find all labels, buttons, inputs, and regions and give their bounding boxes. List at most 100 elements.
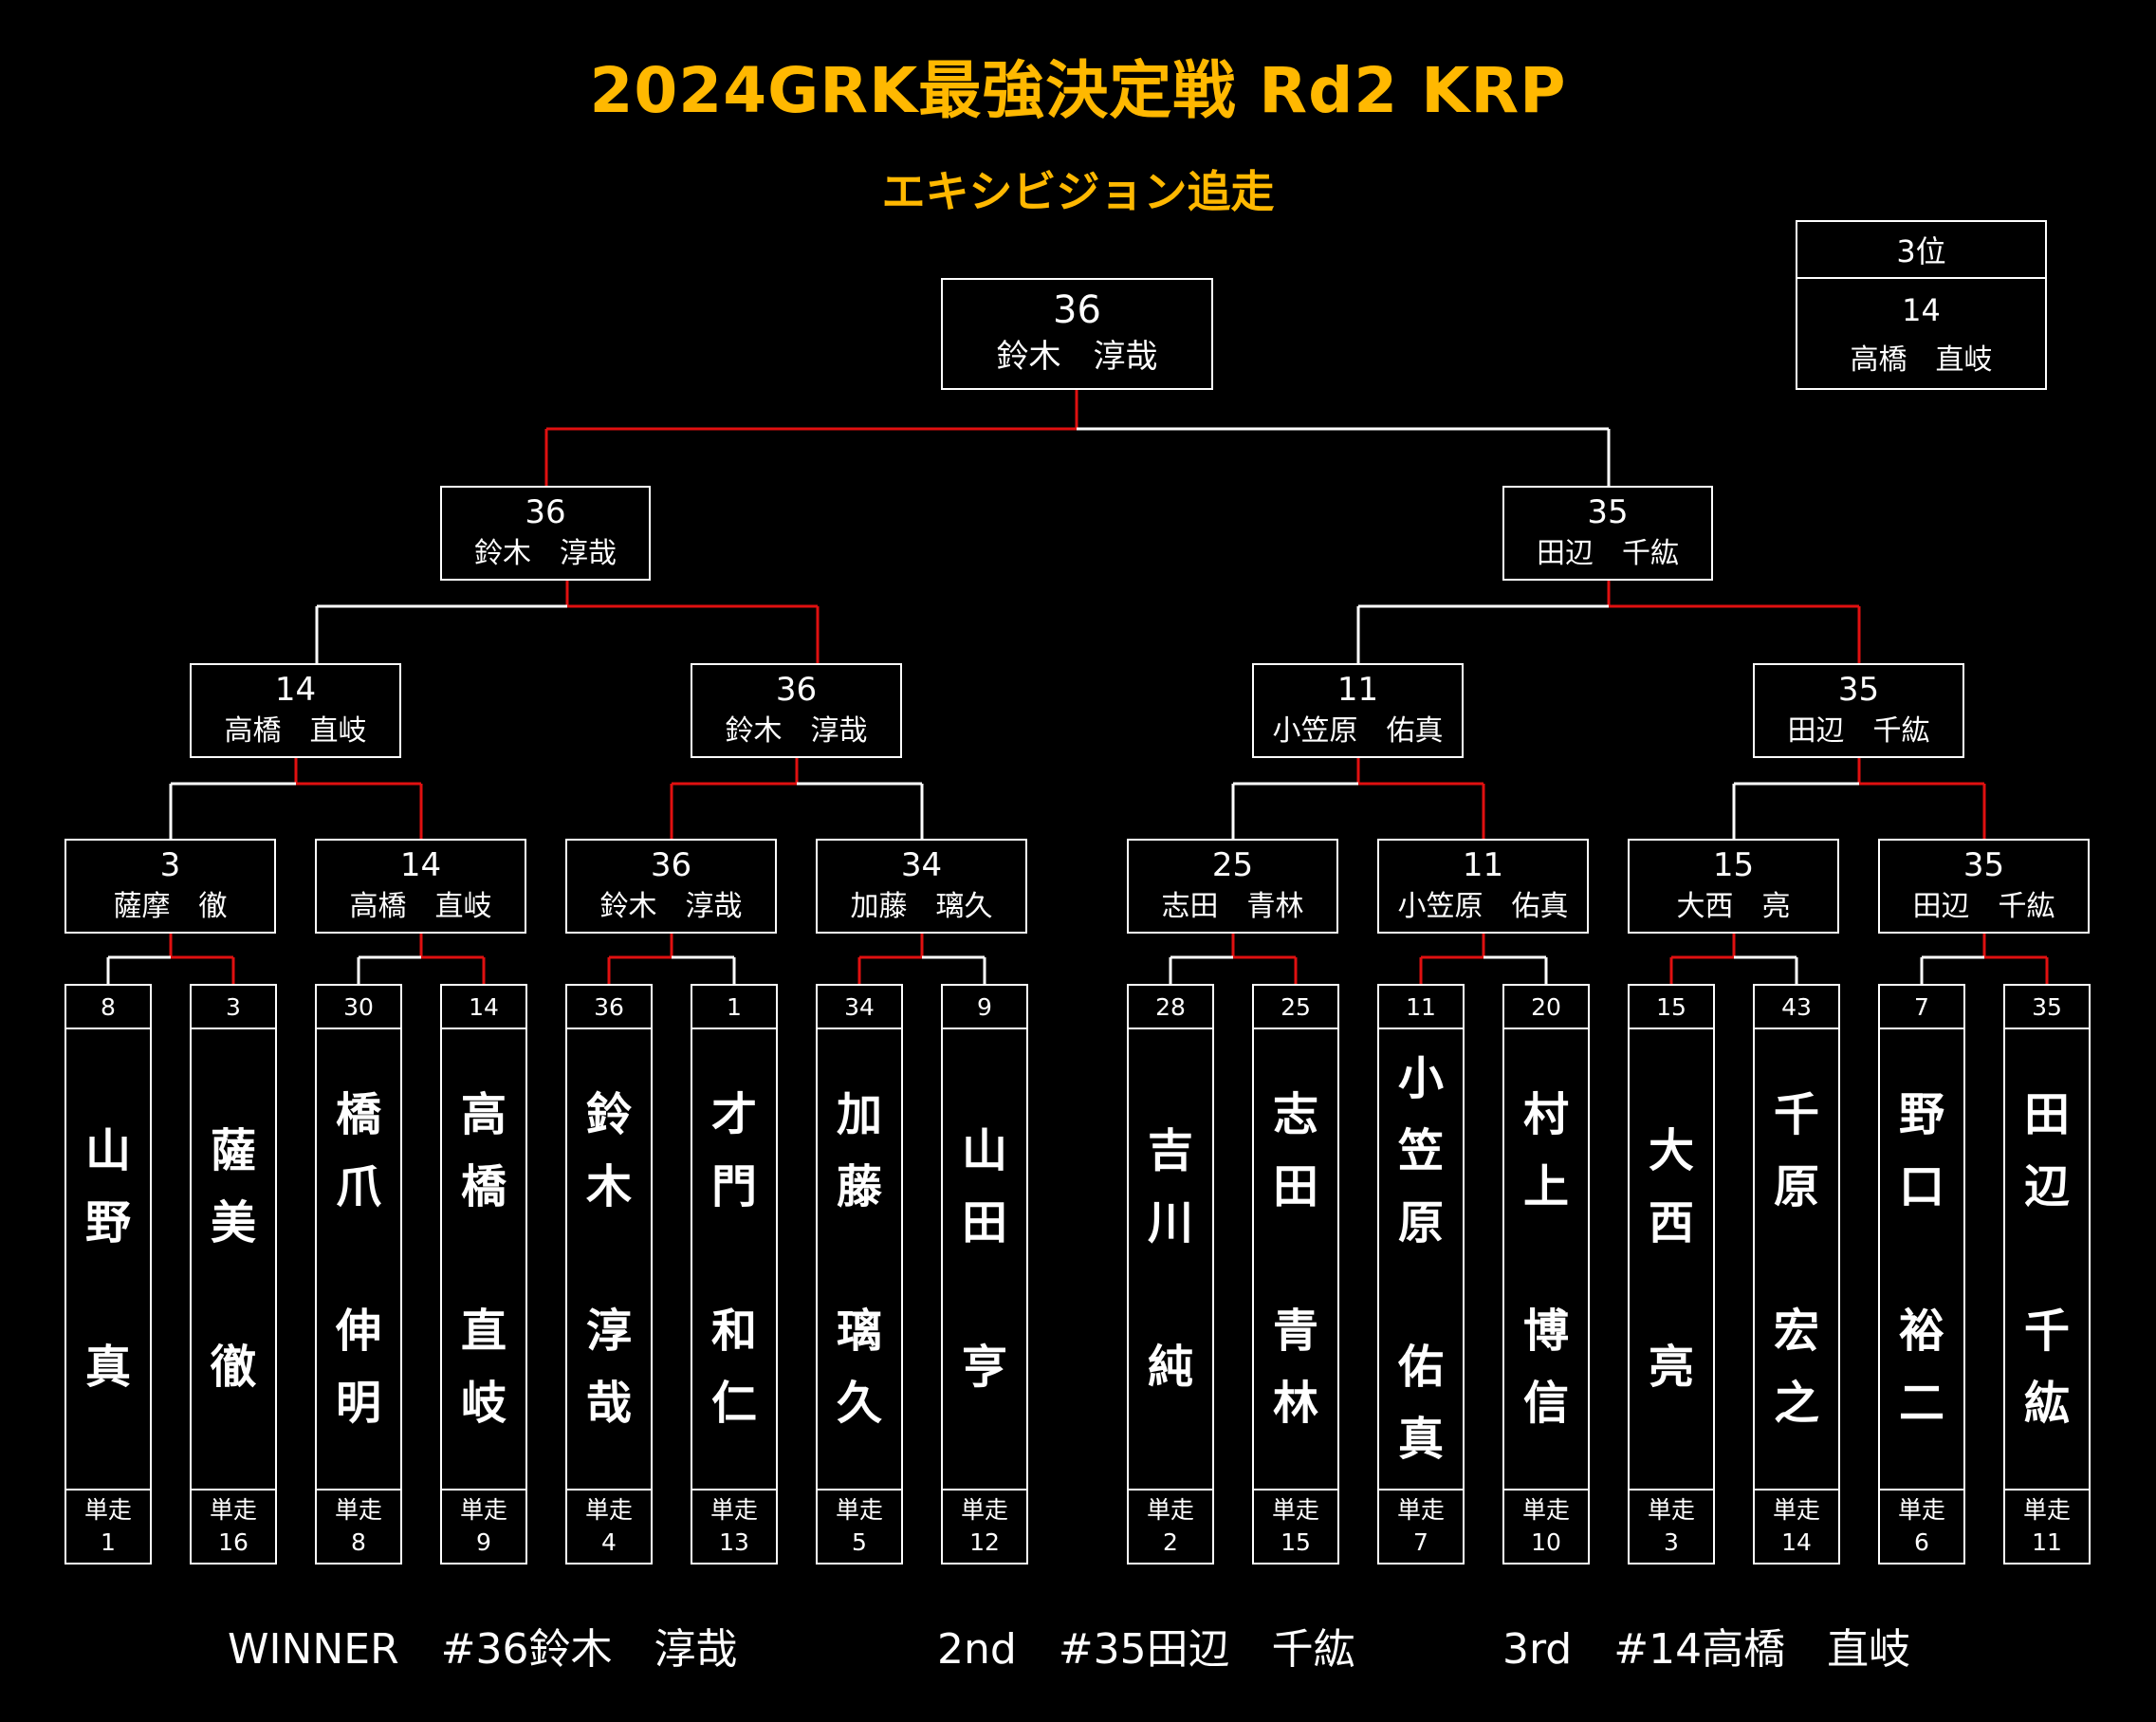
semifinal-number: 36 (525, 493, 566, 531)
racer-family-name-char: 山 (961, 1124, 1007, 1177)
round16-box: 35 田辺 千紘 (1878, 839, 2090, 934)
racer-family-name-char: 原 (1397, 1196, 1444, 1250)
racer-number: 28 (1129, 986, 1212, 1029)
quarterfinal-box: 35 田辺 千紘 (1753, 663, 1964, 758)
racer-number: 1 (692, 986, 776, 1029)
page-subtitle: エキシビジョン追走 (881, 166, 1275, 217)
racer-name: 田辺千紘 (2005, 1029, 2089, 1491)
racer-name: 野口裕二 (1880, 1029, 1963, 1491)
solo-run-label: 単走 (83, 1496, 132, 1524)
racer-name: 高橋直岐 (442, 1029, 525, 1491)
racer-number: 15 (1630, 986, 1713, 1029)
racer-family-name-char: 小 (1397, 1052, 1444, 1105)
racer-family-name-char: 志 (1272, 1088, 1318, 1141)
racer-name: 橋爪伸明 (317, 1029, 400, 1491)
solo-run-label: 単走 (584, 1496, 633, 1524)
quarterfinal-name: 小笠原 佑真 (1272, 713, 1444, 748)
solo-run-label: 単走 (1521, 1496, 1570, 1524)
solo-run-number: 4 (601, 1528, 617, 1556)
round16-name: 鈴木 淳哉 (599, 889, 743, 923)
round16-box: 36 鈴木 淳哉 (565, 839, 777, 934)
racer-name: 加藤璃久 (818, 1029, 901, 1491)
round16-name: 田辺 千紘 (1912, 889, 2055, 923)
solo-run-number: 15 (1281, 1528, 1311, 1556)
racer-number: 8 (66, 986, 150, 1029)
semifinal-name: 鈴木 淳哉 (474, 536, 617, 570)
round16-box: 34 加藤 璃久 (816, 839, 1027, 934)
racer-given-name-char: 仁 (710, 1377, 757, 1430)
round16-box: 15 大西 亮 (1628, 839, 1839, 934)
solo-run-number: 14 (1781, 1528, 1812, 1556)
racer-family-name-char: 笠 (1397, 1124, 1444, 1177)
racer-name: 千原宏之 (1755, 1029, 1838, 1491)
solo-run-order: 単走 10 (1504, 1491, 1588, 1563)
racer-family-name-char: 口 (1898, 1160, 1944, 1213)
racer-given-name-char: 久 (836, 1377, 882, 1430)
racer-given-name-char: 宏 (1773, 1305, 1819, 1358)
racer-number: 14 (442, 986, 525, 1029)
racer-family-name-char: 加 (836, 1088, 882, 1141)
final-box: 36 鈴木 淳哉 (941, 278, 1213, 390)
racer-name: 小笠原佑真 (1379, 1029, 1463, 1491)
racer-family-name-char: 田 (1272, 1160, 1318, 1213)
solo-run-label: 単走 (1772, 1496, 1820, 1524)
semifinal-box: 36 鈴木 淳哉 (440, 486, 651, 581)
round16-number: 35 (1963, 846, 2005, 884)
third-place-number: 14 (1902, 292, 1941, 328)
racer-family-name-char: 才 (710, 1088, 757, 1141)
racer-given-name-char: 信 (1522, 1377, 1569, 1430)
racer-family-name-char: 上 (1522, 1160, 1569, 1213)
solo-run-label: 単走 (960, 1496, 1008, 1524)
round16-number: 11 (1462, 846, 1504, 884)
round16-number: 3 (159, 846, 181, 884)
round16-name: 小笠原 佑真 (1397, 889, 1569, 923)
racer-family-name-char: 薩 (210, 1124, 256, 1177)
solo-run-number: 11 (2032, 1528, 2062, 1556)
result-winner: WINNER #36鈴木 淳哉 (228, 1625, 738, 1674)
racer-family-name-char: 辺 (2023, 1160, 2070, 1213)
solo-run-number: 2 (1163, 1528, 1178, 1556)
quarterfinal-number: 36 (775, 671, 818, 709)
racer-number: 34 (818, 986, 901, 1029)
racer-given-name-char: 亮 (1648, 1341, 1694, 1394)
result-second: 2nd #35田辺 千紘 (937, 1625, 1355, 1674)
solo-run-number: 6 (1914, 1528, 1929, 1556)
solo-run-label: 単走 (1897, 1496, 1945, 1524)
racer-family-name-char: 大 (1648, 1124, 1694, 1177)
racer-family-name-char: 田 (961, 1196, 1007, 1250)
racer-family-name-char: 田 (2023, 1088, 2070, 1141)
racer-name: 志田青林 (1254, 1029, 1337, 1491)
quarterfinal-box: 14 高橋 直岐 (190, 663, 401, 758)
solo-run-order: 単走 4 (567, 1491, 651, 1563)
racer-family-name-char: 千 (1773, 1088, 1819, 1141)
racer-number: 35 (2005, 986, 2089, 1029)
solo-run-number: 7 (1413, 1528, 1428, 1556)
solo-run-number: 16 (218, 1528, 249, 1556)
racer-family-name-char: 橋 (335, 1088, 381, 1141)
racer-family-name-char: 藤 (836, 1160, 882, 1213)
solo-run-order: 単走 14 (1755, 1491, 1838, 1563)
solo-run-order: 単走 6 (1880, 1491, 1963, 1563)
racer-number: 43 (1755, 986, 1838, 1029)
round16-name: 加藤 璃久 (850, 889, 993, 923)
racer-given-name-char: 千 (2023, 1305, 2070, 1358)
racer-given-name-char: 淳 (585, 1305, 632, 1358)
racer-number: 20 (1504, 986, 1588, 1029)
solo-run-number: 10 (1531, 1528, 1561, 1556)
racer-given-name-char: 璃 (836, 1305, 882, 1358)
racer-name: 山野真 (66, 1029, 150, 1491)
quarterfinal-name: 鈴木 淳哉 (725, 713, 868, 748)
racer-number: 30 (317, 986, 400, 1029)
racer-family-name-char: 高 (460, 1088, 507, 1141)
